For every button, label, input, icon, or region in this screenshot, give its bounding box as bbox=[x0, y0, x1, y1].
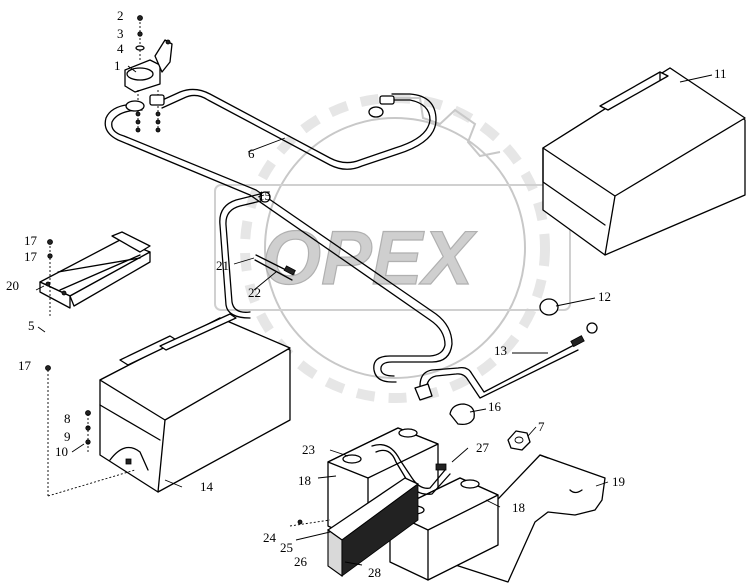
leader-lines bbox=[35, 65, 713, 566]
callout-19: 19 bbox=[612, 474, 625, 489]
bracket-20 bbox=[39, 231, 151, 309]
watermark: OPEX bbox=[214, 93, 571, 403]
cable-13 bbox=[414, 322, 598, 401]
callout-22: 22 bbox=[248, 285, 261, 300]
callout-3: 3 bbox=[117, 26, 124, 41]
part-12 bbox=[539, 298, 559, 316]
callout-8: 8 bbox=[64, 411, 71, 426]
watermark-text: OPEX bbox=[262, 216, 477, 301]
callout-15: 15 bbox=[258, 188, 271, 203]
callout-labels: 2 3 4 1 6 11 15 17 17 20 5 17 21 22 12 1… bbox=[6, 8, 727, 580]
callout-27: 27 bbox=[476, 440, 490, 455]
callout-11: 11 bbox=[714, 66, 727, 81]
callout-17c: 17 bbox=[18, 358, 32, 373]
callout-21: 21 bbox=[216, 258, 229, 273]
cable-6 bbox=[104, 88, 453, 383]
part-7 bbox=[507, 430, 531, 451]
callout-14: 14 bbox=[200, 479, 214, 494]
rod-21-22 bbox=[254, 254, 296, 281]
callout-5: 5 bbox=[28, 318, 35, 333]
callout-20: 20 bbox=[6, 278, 19, 293]
battery-14 bbox=[99, 313, 291, 493]
callout-23: 23 bbox=[302, 442, 315, 457]
callout-18b: 18 bbox=[512, 500, 525, 515]
callout-2: 2 bbox=[117, 8, 124, 23]
bolt-stack-8-10 bbox=[85, 410, 91, 452]
battery-switch bbox=[124, 15, 173, 133]
callout-12: 12 bbox=[598, 289, 611, 304]
part-16 bbox=[449, 403, 475, 426]
callout-25: 25 bbox=[280, 540, 293, 555]
callout-16: 16 bbox=[488, 399, 502, 414]
bolt-stack-17 bbox=[45, 239, 136, 497]
callout-26: 26 bbox=[294, 554, 308, 569]
callout-17a: 17 bbox=[24, 233, 38, 248]
callout-17b: 17 bbox=[24, 249, 38, 264]
callout-10: 10 bbox=[55, 444, 68, 459]
callout-24: 24 bbox=[263, 530, 277, 545]
watermark-frame bbox=[214, 184, 571, 311]
callout-6: 6 bbox=[248, 146, 255, 161]
callout-13: 13 bbox=[494, 343, 507, 358]
callout-4: 4 bbox=[117, 41, 124, 56]
callout-1: 1 bbox=[114, 58, 121, 73]
callout-7: 7 bbox=[538, 419, 545, 434]
plate-28 bbox=[327, 477, 419, 578]
fasteners-24-26 bbox=[289, 519, 331, 541]
battery-11 bbox=[542, 67, 746, 256]
callout-18a: 18 bbox=[298, 473, 311, 488]
cable-15 bbox=[219, 191, 271, 319]
callout-28: 28 bbox=[368, 565, 381, 580]
callout-9: 9 bbox=[64, 429, 71, 444]
